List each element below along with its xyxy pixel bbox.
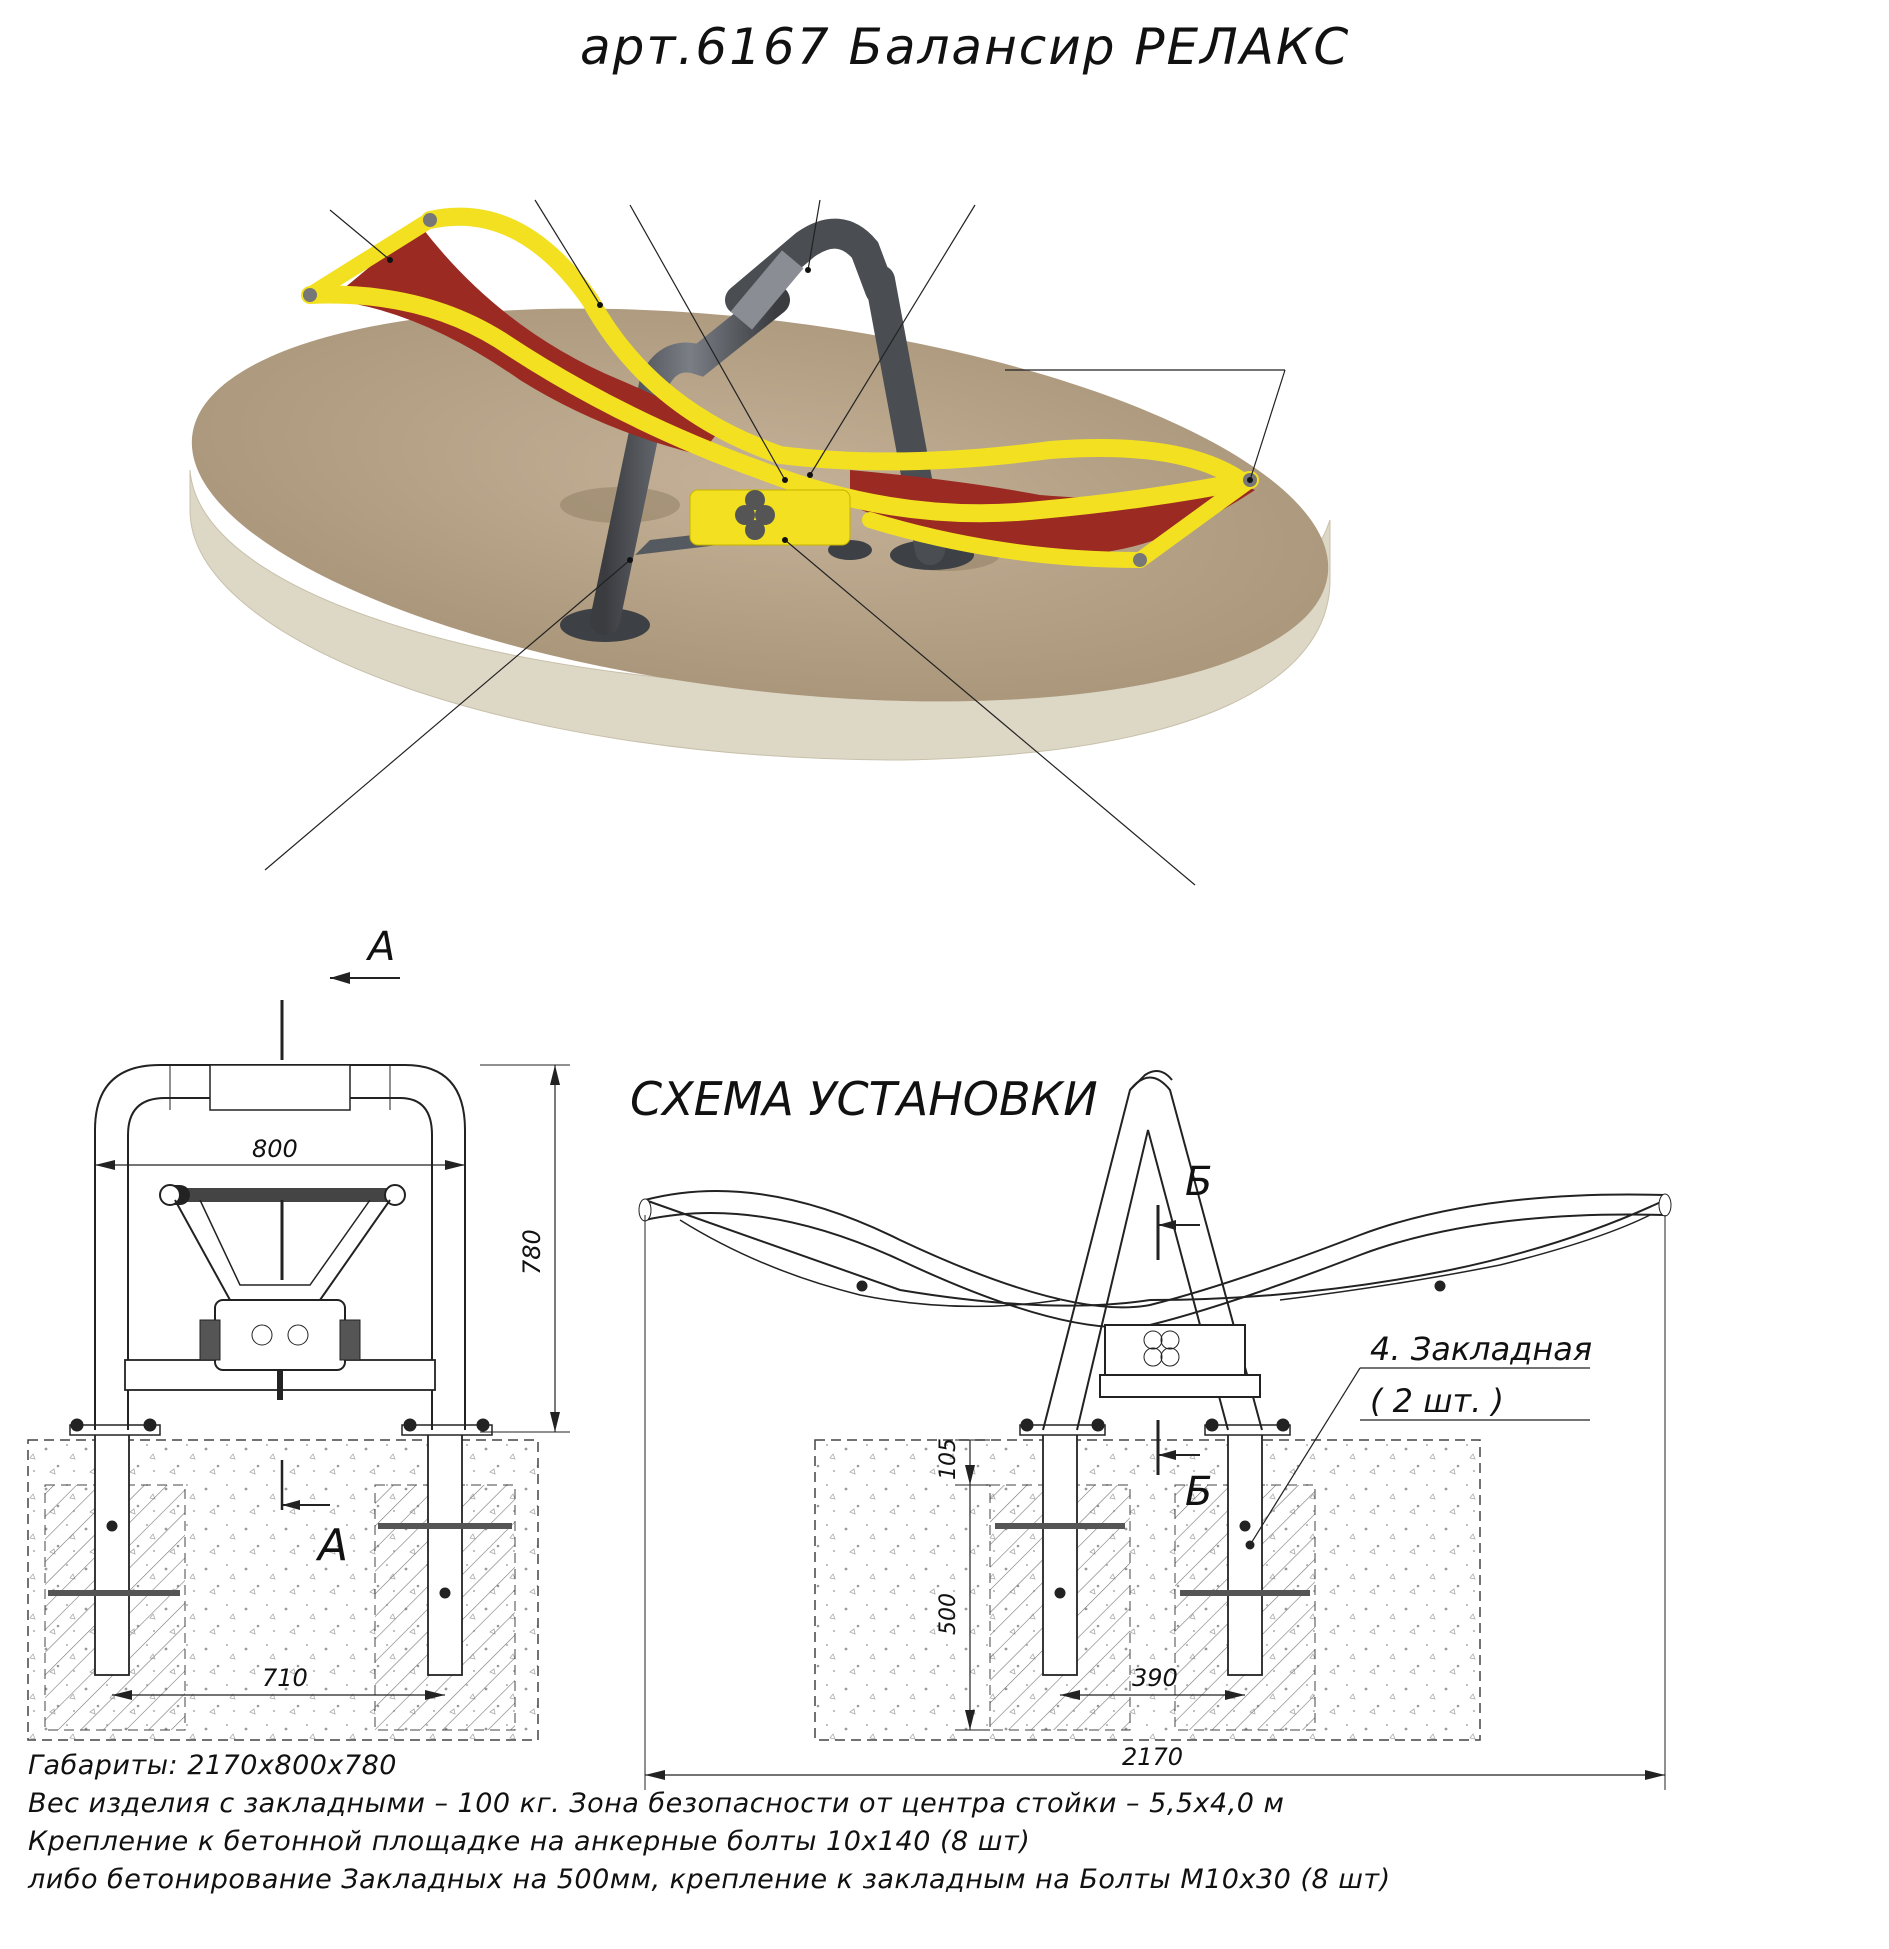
grip-pad [730,250,804,330]
note-weight: Вес изделия с закладными – 100 кг. Зона … [28,1788,1285,1819]
dim-105: 105 [936,1438,961,1480]
dim-500: 500 [936,1593,961,1635]
product-3d-view [189,199,1331,886]
drawing-title: арт.6167 Балансир РЕЛАКС [580,18,1351,76]
rail-top [421,207,1249,489]
rail-bottom-right [862,512,1148,568]
note-concreting: либо бетонирование Закладных на 500мм, к… [28,1864,1391,1895]
installation-scheme-view [638,1070,1672,1790]
dim-800: 800 [252,1135,298,1163]
rail-bottom [301,285,1259,523]
leader-dots [387,257,1253,563]
note-anchoring: Крепление к бетонной площадке на анкерны… [28,1826,1031,1857]
bearing-cluster [735,490,775,540]
rail-end-left [302,212,438,303]
dim-780: 780 [518,1229,546,1275]
scheme-title: СХЕМА УСТАНОВКИ [630,1072,1098,1126]
section-b-label-top: Б [1185,1159,1212,1205]
section-b-label-bottom: Б [1185,1469,1212,1515]
section-a-marker-top: А [330,924,400,984]
leader-lines [264,199,1286,886]
seat-left [330,225,720,455]
dim-390: 390 [1132,1664,1178,1692]
section-a-label-bottom: А [315,1520,348,1571]
post-top [725,218,895,315]
rail-end-right [1132,472,1258,568]
callout-line1: 4. Закладная [1370,1330,1592,1368]
section-a-label-top: А [365,924,395,970]
callout-line2: ( 2 шт. ) [1370,1382,1504,1420]
dim-710: 710 [262,1664,308,1692]
side-elevation-view [27,1000,570,1741]
dim-2170: 2170 [1122,1743,1183,1771]
note-dimensions: Габариты: 2170х800х780 [28,1750,397,1781]
